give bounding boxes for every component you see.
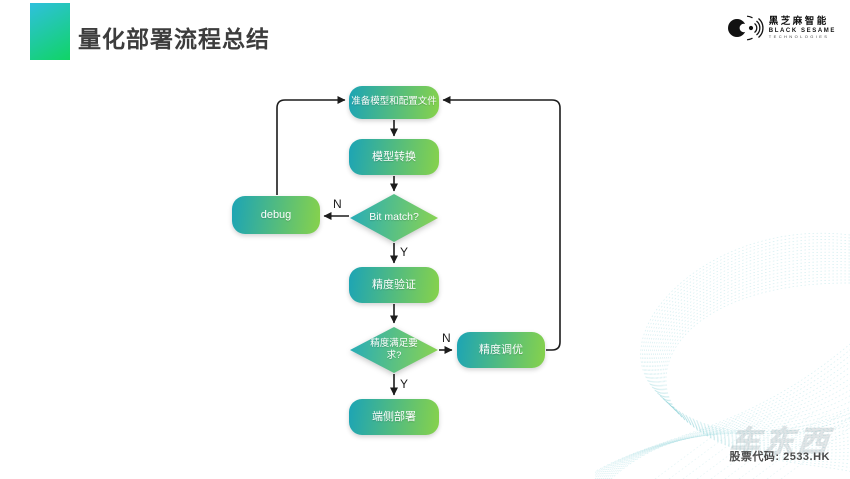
- flow-decision-accuracy-label: 精度满足要 求?: [350, 327, 438, 373]
- logo-name-en: BLACK SESAME: [768, 27, 836, 34]
- edge-tuning-to-prepare: [442, 96, 561, 351]
- flow-node-prepare: 准备模型和配置文件: [349, 86, 439, 119]
- flow-node-deploy: 端侧部署: [349, 399, 439, 435]
- flow-decision-bit-match-label: Bit match?: [350, 194, 438, 242]
- flow-node-debug: debug: [232, 196, 320, 234]
- edge-label-bitmatch-n: N: [333, 197, 342, 211]
- page-title: 量化部署流程总结: [78, 26, 270, 52]
- edge-label-accuracy-n: N: [442, 331, 451, 345]
- edge-debug-to-prepare: [276, 96, 346, 195]
- flow-decision-bit-match: Bit match?: [350, 194, 438, 242]
- title-accent-square: [30, 3, 70, 60]
- flow-node-verify: 精度验证: [349, 267, 439, 303]
- edge-label-accuracy-y: Y: [400, 377, 409, 391]
- black-sesame-logo-icon: [727, 15, 764, 41]
- edge-label-bitmatch-y: Y: [400, 245, 409, 259]
- background-wave-decoration: [595, 233, 850, 479]
- logo-text: 黑芝麻智能 BLACK SESAME TECHNOLOGIES: [768, 15, 836, 39]
- stock-code: 股票代码: 2533.HK: [729, 451, 830, 463]
- flow-decision-accuracy: 精度满足要 求?: [350, 327, 438, 373]
- flow-node-convert: 模型转换: [349, 139, 439, 175]
- logo-tagline: TECHNOLOGIES: [768, 33, 830, 39]
- logo-name-cn: 黑芝麻智能: [768, 15, 829, 27]
- black-sesame-logo: 黑芝麻智能 BLACK SESAME TECHNOLOGIES: [727, 13, 836, 43]
- flow-node-tuning: 精度调优: [457, 332, 545, 368]
